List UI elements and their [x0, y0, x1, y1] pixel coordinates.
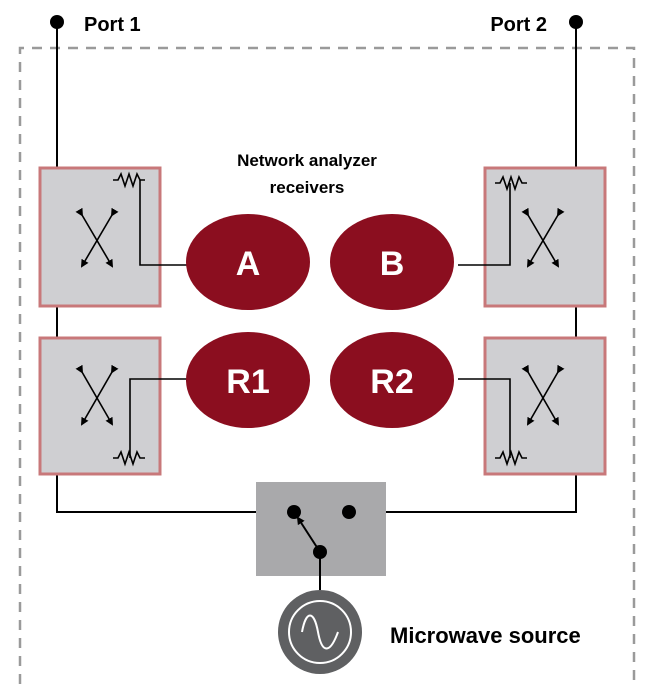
svg-text:A: A	[236, 245, 261, 283]
receiver-b: B	[330, 214, 454, 310]
receiver-a: A	[186, 214, 310, 310]
port2-label: Port 2	[490, 14, 547, 36]
transfer-switch	[256, 482, 386, 590]
receivers-title-line1: Network analyzer	[237, 151, 377, 170]
source-label: Microwave source	[390, 623, 581, 648]
port1-terminal	[50, 15, 64, 29]
receiver-r2: R2	[330, 332, 454, 428]
receivers-title-line2: receivers	[270, 178, 345, 197]
coupler-top-left	[38, 166, 190, 308]
coupler-top-right	[458, 166, 607, 308]
coupler-bottom-right	[458, 336, 607, 476]
instrument-boundary	[18, 46, 636, 684]
port2-terminal	[569, 15, 583, 29]
svg-text:R1: R1	[226, 363, 269, 401]
port1-label: Port 1	[84, 14, 141, 36]
sine-wave-icon	[301, 614, 339, 650]
receiver-r1: R1	[186, 332, 310, 428]
svg-text:B: B	[380, 245, 405, 283]
microwave-source	[278, 590, 362, 674]
coupler-bottom-left	[38, 336, 190, 476]
svg-text:R2: R2	[370, 363, 413, 401]
